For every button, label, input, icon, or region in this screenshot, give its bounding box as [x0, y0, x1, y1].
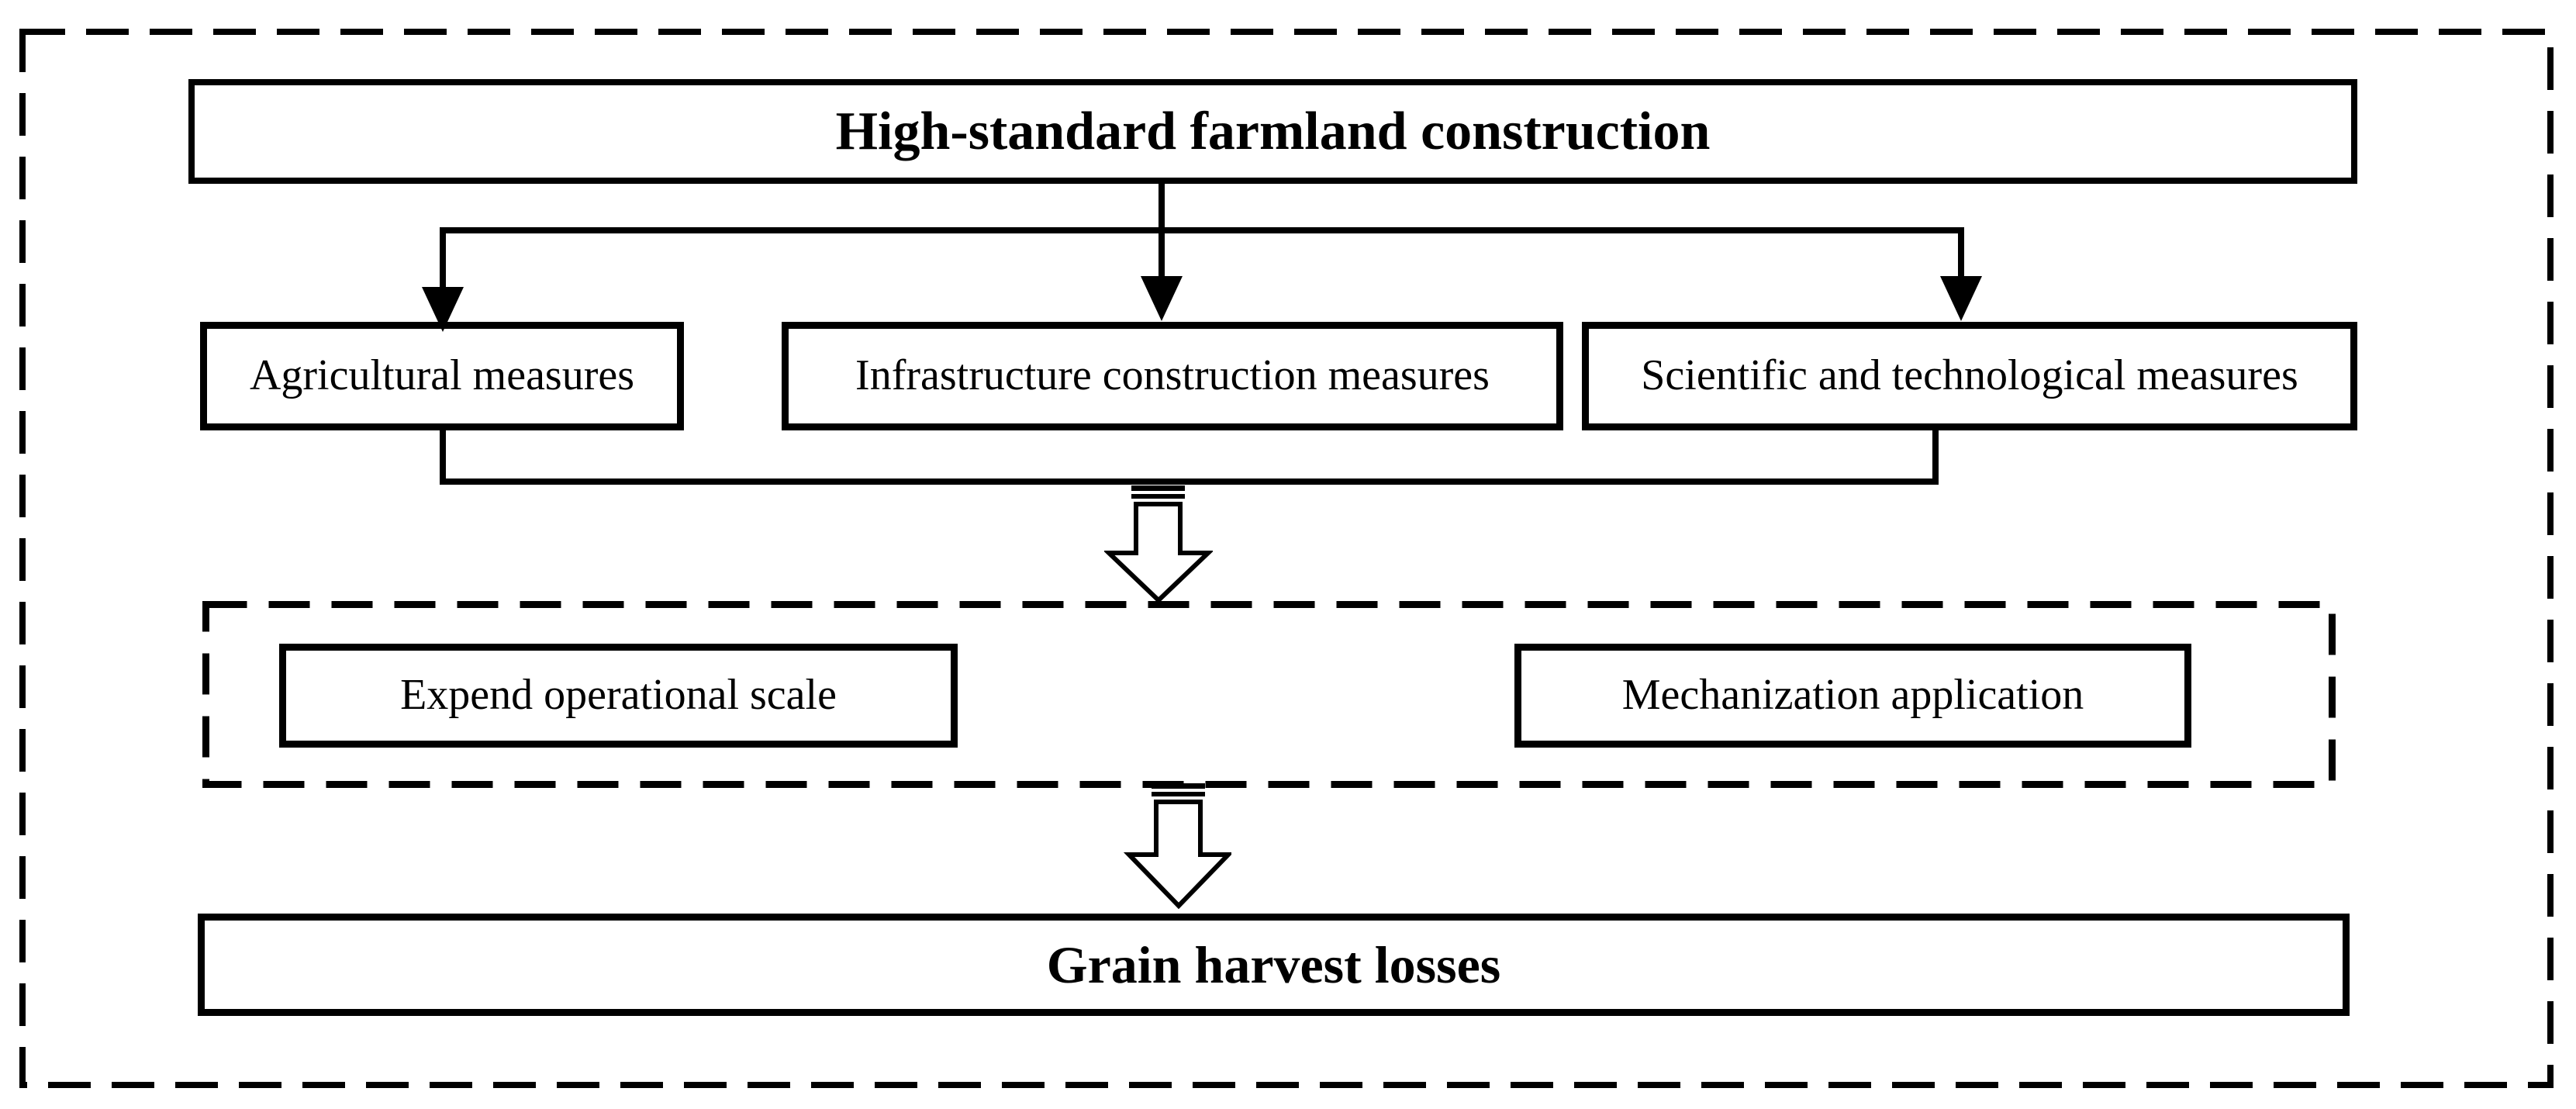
measure-label: Agricultural measures: [249, 351, 635, 400]
outer-dashed-border: [19, 29, 2554, 1088]
title-box: High-standard farmland construction: [188, 79, 2357, 184]
measure-box-infrastructure: Infrastructure construction measures: [782, 322, 1563, 430]
measure-box-agricultural: Agricultural measures: [200, 322, 684, 430]
measure-label: Scientific and technological measures: [1641, 351, 2298, 400]
mechanism-box-operational-scale: Expend operational scale: [279, 644, 958, 748]
measure-label: Infrastructure construction measures: [855, 351, 1490, 400]
title-label: High-standard farmland construction: [835, 102, 1711, 161]
connector-scientific-down: [1932, 427, 1939, 482]
down-arrow-icon: [1141, 276, 1183, 321]
connector-agricultural-down: [440, 427, 446, 482]
down-arrow-icon: [422, 287, 464, 332]
down-arrow-icon: [1940, 276, 1982, 321]
mechanism-label: Mechanization application: [1621, 671, 2084, 720]
connector-join-horizontal: [440, 478, 1939, 485]
measure-box-scientific: Scientific and technological measures: [1582, 322, 2357, 430]
connector-distribution-horizontal: [440, 227, 1964, 233]
mechanism-label: Expend operational scale: [400, 671, 837, 720]
hollow-down-arrow-icon: [1104, 485, 1213, 604]
connector-left-drop: [440, 227, 446, 291]
mechanism-box-mechanization: Mechanization application: [1514, 644, 2191, 748]
hollow-down-arrow-icon: [1123, 783, 1231, 910]
inner-dashed-border: [202, 601, 2336, 788]
outcome-label: Grain harvest losses: [1046, 935, 1501, 994]
outcome-box: Grain harvest losses: [198, 914, 2350, 1016]
connector-right-drop: [1958, 227, 1964, 279]
